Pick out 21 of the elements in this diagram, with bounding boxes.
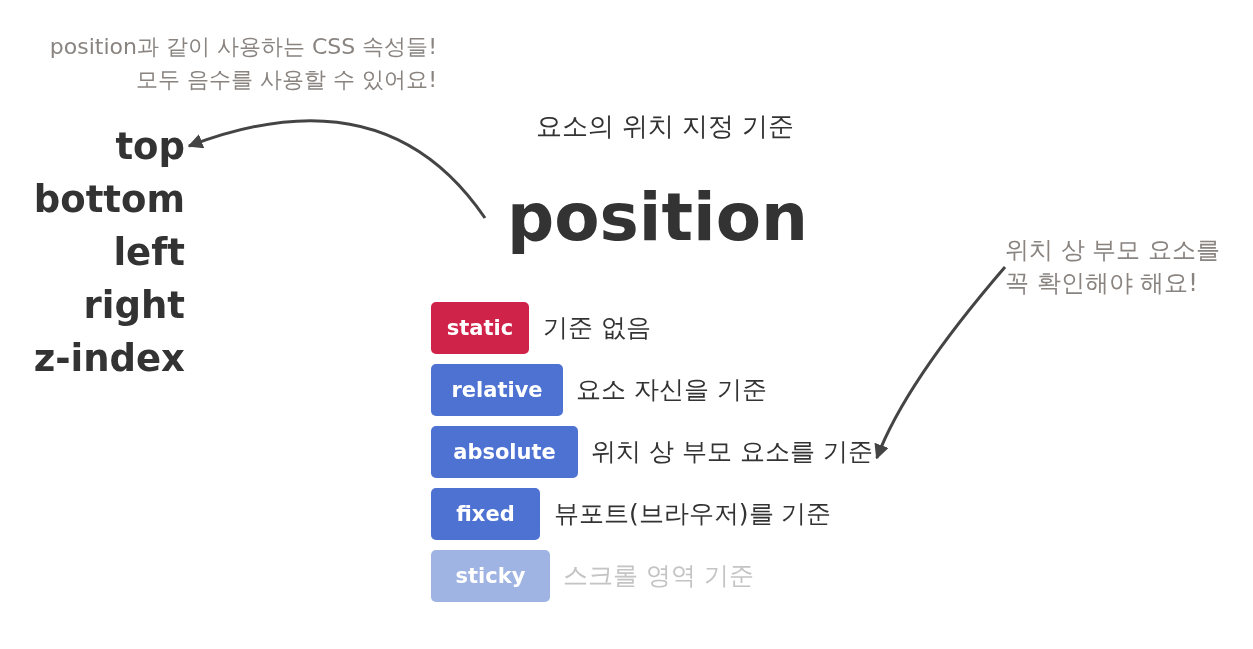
note-text: position과 같이 사용하는 CSS 속성들! 모두 음수를 사용할 수 있어요! — [17, 30, 437, 96]
subtitle-text: 요소의 위치 지정 기준 — [534, 110, 796, 143]
value-badge: sticky — [431, 550, 550, 602]
description-text: 기준 없음 — [543, 308, 651, 348]
value-badge: relative — [431, 364, 563, 416]
note-text: 위치 상 부모 요소를 꼭 확인해야 해요! — [1005, 234, 1233, 300]
description-text: 뷰포트(브라우저)를 기준 — [554, 494, 832, 534]
value-badge: absolute — [431, 426, 578, 478]
property-name: z-index — [32, 336, 185, 382]
property-name: top — [114, 124, 185, 170]
description-text: 스크롤 영역 기준 — [563, 556, 754, 596]
heading-text: position — [485, 170, 830, 266]
curved-arrow — [187, 119, 487, 219]
property-name: right — [82, 283, 185, 329]
value-badge: fixed — [431, 488, 540, 540]
property-name: bottom — [32, 177, 185, 223]
curved-arrow — [874, 266, 1007, 460]
property-name: left — [112, 230, 185, 276]
description-text: 위치 상 부모 요소를 기준 — [591, 432, 873, 472]
value-badge: static — [431, 302, 529, 354]
description-text: 요소 자신을 기준 — [576, 370, 767, 410]
